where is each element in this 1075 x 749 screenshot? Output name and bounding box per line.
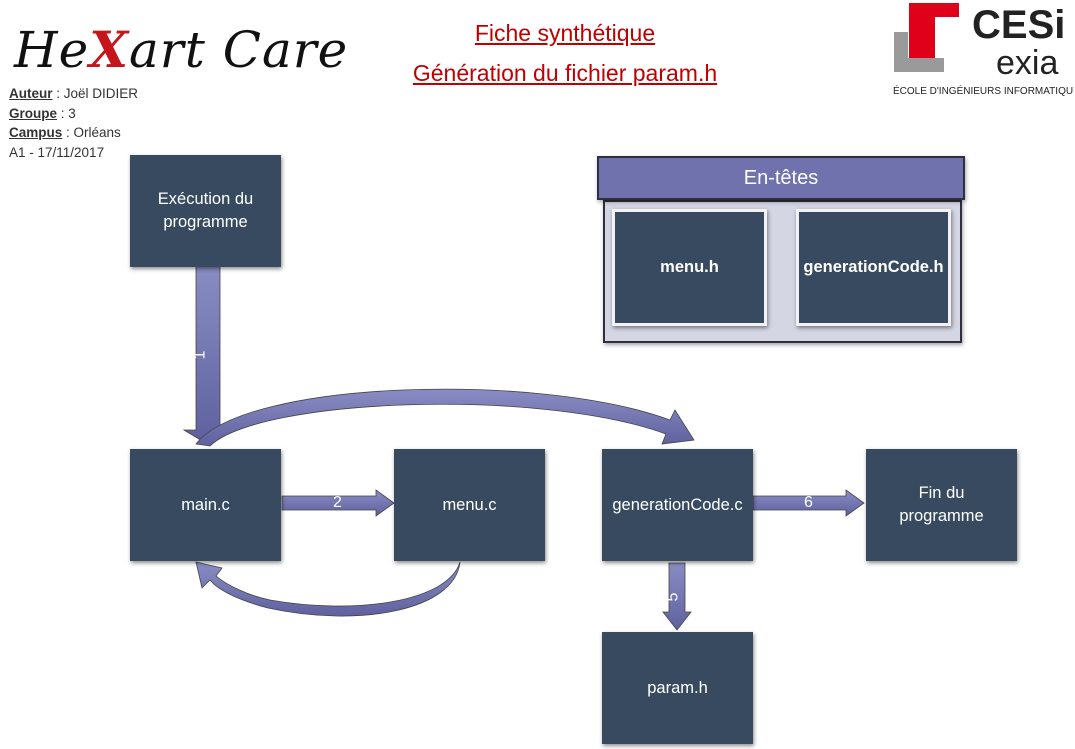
campus-value: Orléans [73,125,121,140]
campus-label: Campus [9,125,63,140]
hexart-care-logo: HeXart Care [14,20,347,88]
header-item-generationcode-h: generationCode.h [796,209,951,326]
node-param: param.h [602,632,753,744]
group-value: 3 [68,105,76,121]
cesi-tagline: ÉCOLE D'INGÉNIEURS INFORMATIQUE [893,84,1074,97]
arrow-5-label: 5 [664,592,682,602]
cesi-exia-logo: CESi exia ÉCOLE D'INGÉNIEURS INFORMATIQU… [893,3,1074,97]
node-fin: Fin du programme [866,449,1017,561]
arrow-5 [662,562,692,631]
node-execution-label: Exécution du programme [157,190,254,231]
logo-suffix: art Care [129,21,349,79]
logo-prefix: He [14,21,90,79]
cesi-name: CESi [972,3,1065,47]
date-line: A1 - 17/11/2017 [9,144,105,160]
author-value: Joël DIDIER [63,86,139,101]
node-param-label: param.h [647,678,708,697]
logo-mark: X [89,20,129,79]
header-item-menu-h: menu.h [612,209,767,326]
node-menu: menu.c [394,449,545,561]
node-main: main.c [130,449,281,561]
cesi-sub: exia [996,44,1058,82]
arrow-6 [752,489,865,517]
author-label: Auteur [9,86,53,101]
arrow-main-to-generation [195,388,695,447]
group-label: Groupe [9,105,58,121]
page-title: Fiche synthétique [474,20,656,46]
arrow-menu-to-main [195,561,461,617]
header-item-generationcode-h-label: generationCode.h [803,258,944,276]
node-main-label: main.c [181,495,230,514]
group-line: Groupe : 3 [9,105,76,121]
arrow-2-label: 2 [333,494,342,511]
node-generation: generationCode.c [602,449,753,561]
node-fin-label: Fin du programme [899,484,984,525]
document-meta: Auteur : Joël DIDIER Groupe : 3 Campus :… [9,84,138,162]
node-execution: Exécution du programme [130,155,281,267]
campus-line: Campus : Orléans [9,125,121,140]
page-subtitle: Génération du fichier param.h [412,60,718,86]
arrow-1-label: 1 [191,350,209,360]
arrow-2 [281,489,395,517]
node-generation-label: generationCode.c [612,495,743,514]
author-line: Auteur : Joël DIDIER [9,86,139,101]
headers-group-title: En-têtes [597,156,965,200]
node-menu-label: menu.c [442,495,497,514]
header-item-menu-h-label: menu.h [660,258,719,276]
arrow-6-label: 6 [804,494,813,511]
